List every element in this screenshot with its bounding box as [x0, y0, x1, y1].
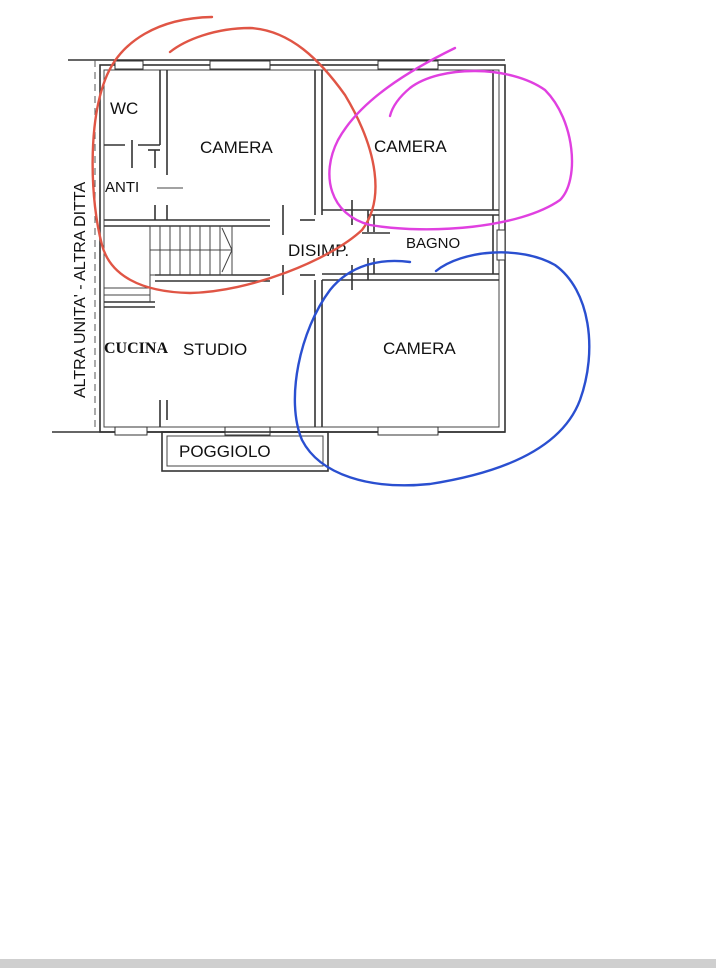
room-label-cucina: CUCINA — [104, 340, 168, 357]
room-label-bagno: BAGNO — [406, 235, 460, 252]
magenta-annotation-circle — [328, 46, 574, 231]
red-annotation-circle — [91, 15, 377, 295]
room-label-camera-1: CAMERA — [200, 138, 273, 157]
room-label-camera-3: CAMERA — [383, 339, 456, 358]
plan-walls — [52, 59, 506, 472]
bottom-bar — [0, 959, 716, 968]
room-label-poggiolo: POGGIOLO — [179, 442, 271, 461]
blue-annotation-circle — [293, 251, 591, 487]
room-label-studio: STUDIO — [183, 340, 247, 359]
room-label-disimp: DISIMP. — [288, 241, 349, 260]
room-label-camera-2: CAMERA — [374, 137, 447, 156]
side-label-altra-unita: ALTRA UNITA' - ALTRA DITTA — [72, 182, 89, 398]
room-label-anti: ANTI — [105, 179, 139, 196]
room-label-wc: WC — [110, 99, 138, 118]
